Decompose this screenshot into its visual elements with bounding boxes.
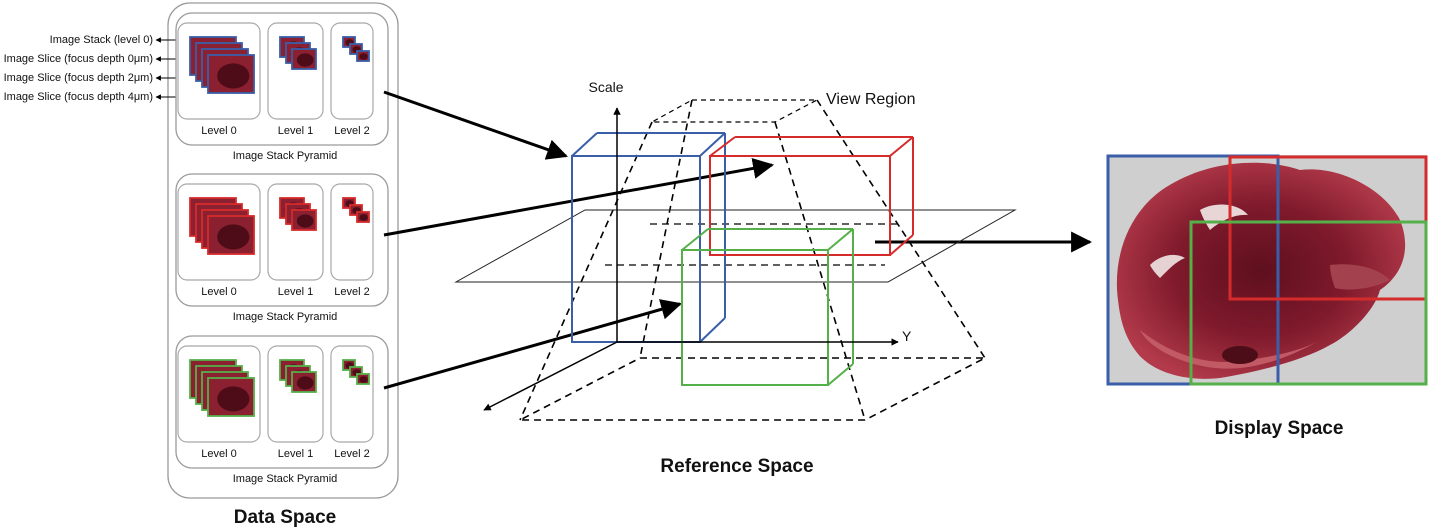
- green-level-box: [681, 228, 854, 386]
- frustum-bottom: [519, 357, 986, 421]
- level-label: Level 1: [278, 125, 313, 137]
- level-label: Level 1: [278, 286, 313, 298]
- level-label: Level 1: [278, 448, 313, 460]
- level-label: Level 2: [334, 286, 369, 298]
- tissue-thumb: [296, 53, 314, 67]
- arrow-to-blue-box: [383, 90, 568, 160]
- image-stack-pyramid: Level 0 Level 1 Level 2 Image Stack Pyramid: [175, 173, 389, 323]
- reference-space: Scale Y View Region Reference Space: [454, 79, 1017, 477]
- pyramid-caption: Image Stack Pyramid: [233, 150, 338, 162]
- display-space-title: Display Space: [1215, 418, 1344, 439]
- annotation-slice-2um: Image Slice (focus depth 2μm): [4, 72, 153, 84]
- x-axis: [483, 341, 618, 411]
- reference-space-title: Reference Space: [660, 456, 813, 477]
- data-space: Image Stack (level 0) Image Slice (focus…: [4, 2, 399, 527]
- image-stack-pyramid: Level 0 Level 1 Level 2 Image Stack Pyramid: [175, 12, 389, 162]
- view-region-label: View Region: [826, 91, 916, 108]
- level-label: Level 2: [334, 448, 369, 460]
- view-frustum: [519, 99, 986, 421]
- annotation-slice-4um: Image Slice (focus depth 4μm): [4, 91, 153, 103]
- display-green-viewport: [1189, 220, 1428, 386]
- tissue-thumb: [217, 386, 250, 412]
- arrow-to-red-box: [383, 158, 775, 237]
- frustum-top: [651, 99, 818, 123]
- level-label: Level 0: [201, 286, 236, 298]
- level-label: Level 0: [201, 125, 236, 137]
- pyramid-caption: Image Stack Pyramid: [233, 473, 338, 485]
- blue-level-box: [571, 132, 726, 343]
- display-space: Display Space: [1106, 154, 1428, 439]
- red-level-box: [709, 136, 914, 256]
- image-stack-pyramid: Level 0 Level 1 Level 2 Image Stack Pyramid: [175, 335, 389, 485]
- tissue-thumb: [359, 376, 368, 383]
- slice-plane: [454, 209, 1017, 283]
- y-axis-label: Y: [902, 328, 912, 344]
- scale-axis-label: Scale: [588, 79, 623, 95]
- frustum-edge: [519, 121, 653, 421]
- tissue-thumb: [296, 376, 314, 390]
- frustum-edge: [639, 99, 693, 359]
- data-space-title: Data Space: [234, 507, 336, 527]
- arrow-to-green-box: [383, 299, 683, 390]
- tissue-image: [1116, 162, 1406, 379]
- tissue-thumb: [296, 214, 314, 228]
- tissue-thumb: [359, 53, 368, 60]
- tissue-thumb: [217, 224, 250, 250]
- level-label: Level 0: [201, 448, 236, 460]
- annotation-image-stack: Image Stack (level 0): [50, 34, 153, 46]
- level-label: Level 2: [334, 125, 369, 137]
- tissue-thumb: [359, 214, 368, 221]
- annotation-slice-0um: Image Slice (focus depth 0μm): [4, 53, 153, 65]
- pyramid-caption: Image Stack Pyramid: [233, 311, 338, 323]
- frustum-edge: [816, 99, 986, 359]
- axes: [483, 107, 899, 411]
- tissue-thumb: [217, 63, 250, 89]
- frustum-edge: [774, 121, 866, 421]
- connector-arrows: [383, 90, 1093, 390]
